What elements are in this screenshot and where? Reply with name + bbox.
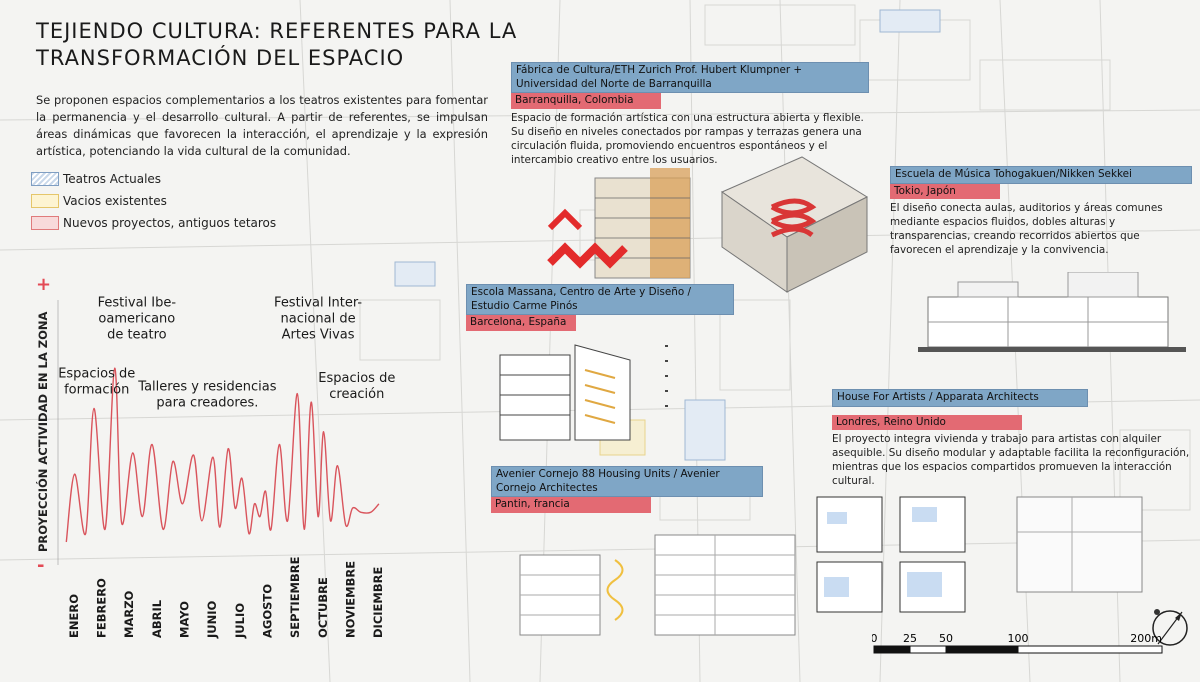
x-tick-label: DICIEMBRE bbox=[371, 567, 385, 638]
y-axis-max-symbol: + bbox=[36, 274, 51, 295]
blue-hatch-swatch bbox=[31, 172, 59, 186]
legend-item-nuevos-proyectos: Nuevos proyectos, antiguos tetaros bbox=[31, 212, 276, 234]
scale-label: 25 bbox=[903, 632, 917, 645]
tohogakuen-section-drawing bbox=[918, 272, 1186, 352]
yellow-swatch bbox=[31, 194, 59, 208]
reference-place: Barranquilla, Colombia bbox=[511, 93, 661, 109]
reference-place: Londres, Reino Unido bbox=[832, 414, 1022, 430]
page-title: TEJIENDO CULTURA: REFERENTES PARA LA TRA… bbox=[36, 19, 518, 70]
reference-fabrica-cultura: Fábrica de Cultura/ETH Zurich Prof. Hube… bbox=[511, 62, 869, 167]
reference-place: Barcelona, España bbox=[466, 315, 576, 331]
red-swatch bbox=[31, 216, 59, 230]
legend-label: Vacios existentes bbox=[63, 194, 167, 208]
scale-segment bbox=[909, 645, 947, 654]
map-legend: Teatros Actuales Vacios existentes Nuevo… bbox=[31, 168, 276, 234]
reference-tohogakuen: Escuela de Música Tohogakuen/Nikken Sekk… bbox=[890, 166, 1192, 257]
reference-name: House For Artists / Apparata Architects bbox=[832, 389, 1088, 407]
reference-name: Escuela de Música Tohogakuen/Nikken Sekk… bbox=[890, 166, 1192, 184]
scale-segment bbox=[945, 645, 1019, 654]
house-for-artists-plans bbox=[816, 496, 1160, 615]
intro-paragraph: Se proponen espacios complementarios a l… bbox=[36, 93, 488, 158]
reference-name: Fábrica de Cultura/ETH Zurich Prof. Hube… bbox=[511, 62, 869, 93]
x-tick-label: ABRIL bbox=[150, 599, 164, 638]
massana-section-drawing bbox=[499, 344, 668, 441]
y-axis-min-symbol: - bbox=[37, 555, 44, 576]
x-tick-label: FEBRERO bbox=[95, 578, 109, 638]
x-tick-label: AGOSTO bbox=[261, 584, 275, 638]
reference-escola-massana: Escola Massana, Centro de Arte y Diseño … bbox=[466, 284, 734, 331]
reference-description: Espacio de formación artística con una e… bbox=[511, 111, 864, 166]
legend-label: Nuevos proyectos, antiguos tetaros bbox=[63, 216, 277, 230]
x-tick-label: JUNIO bbox=[205, 600, 219, 639]
scale-label: 200m bbox=[1130, 632, 1162, 645]
reference-place: Tokio, Japón bbox=[890, 183, 1000, 199]
scale-label: 0 bbox=[872, 632, 878, 645]
reference-name: Avenier Cornejo 88 Housing Units / Aveni… bbox=[491, 466, 763, 497]
scale-label: 50 bbox=[939, 632, 953, 645]
reference-avenier-cornejo: Avenier Cornejo 88 Housing Units / Aveni… bbox=[491, 466, 763, 513]
reference-house-for-artists: House For Artists / Apparata Architects … bbox=[832, 389, 1192, 488]
scale-segment bbox=[1017, 645, 1163, 654]
scale-segment bbox=[873, 645, 911, 654]
legend-item-vacios: Vacios existentes bbox=[31, 190, 276, 212]
reference-description: El proyecto integra vivienda y trabajo p… bbox=[832, 433, 1190, 487]
activity-series-line bbox=[65, 367, 380, 543]
legend-item-teatros-actuales: Teatros Actuales bbox=[31, 168, 276, 190]
x-tick-label: OCTUBRE bbox=[316, 577, 330, 638]
x-tick-label: JULIO bbox=[233, 603, 247, 639]
scale-label: 100 bbox=[1008, 632, 1029, 645]
legend-label: Teatros Actuales bbox=[63, 172, 162, 186]
reference-name: Escola Massana, Centro de Arte y Diseño … bbox=[466, 284, 734, 315]
fabrica-section-drawing bbox=[547, 168, 691, 279]
activity-chart: PROYECCIÓN ACTIVIDAD EN LA ZONA + - ENERO FE… bbox=[35, 274, 395, 639]
x-tick-label: MARZO bbox=[122, 590, 136, 638]
x-tick-label: SEPTIEMBRE bbox=[288, 556, 302, 638]
y-axis-label: PROYECCIÓN ACTIVIDAD EN LA ZONA bbox=[35, 312, 50, 552]
scale-bar: 0 25 50 100 200m bbox=[872, 632, 1163, 654]
reference-description: El diseño conecta aulas, auditorios y ár… bbox=[890, 202, 1163, 256]
north-arrow-icon bbox=[1152, 610, 1188, 646]
x-tick-label: ENERO bbox=[67, 594, 81, 638]
fabrica-axonometric-drawing bbox=[720, 156, 869, 293]
x-tick-label: MAYO bbox=[178, 601, 192, 638]
x-tick-label: NOVIEMBRE bbox=[344, 561, 358, 638]
reference-place: Pantin, francia bbox=[491, 497, 651, 513]
avenier-section-drawing bbox=[519, 534, 796, 636]
